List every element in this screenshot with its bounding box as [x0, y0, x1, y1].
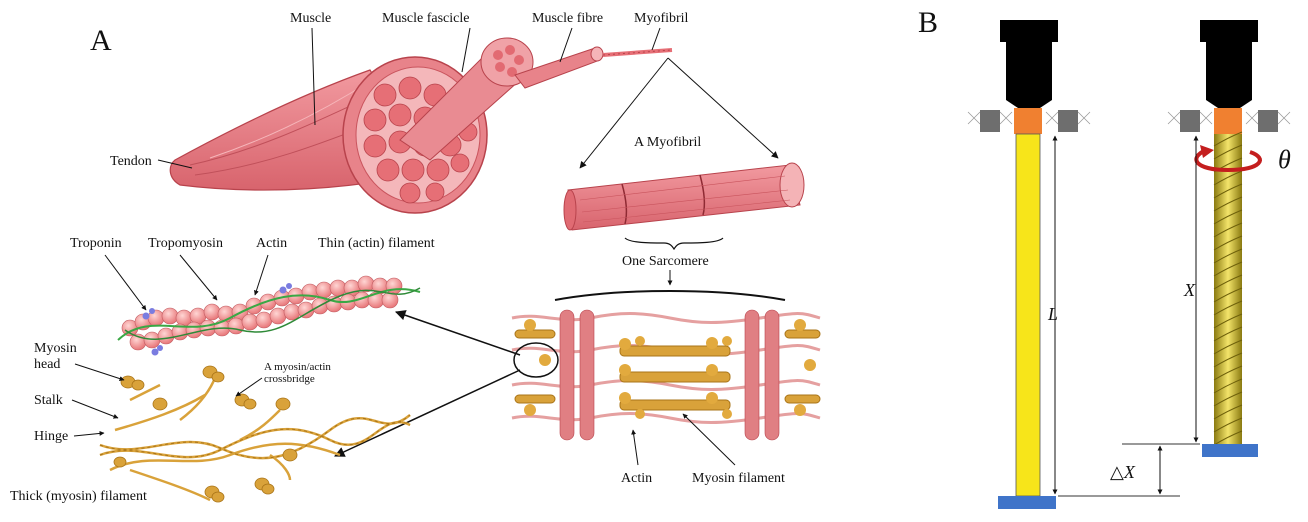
label-actin-bottom: Actin	[621, 471, 652, 486]
label-one-sarcomere: One Sarcomere	[622, 254, 709, 269]
thin-filament	[118, 276, 420, 356]
panel-a-label: A	[90, 24, 112, 57]
rotation-arrowhead	[1200, 145, 1214, 158]
label-tendon: Tendon	[110, 154, 152, 169]
arrow-troponin	[105, 255, 146, 310]
label-stalk: Stalk	[34, 393, 63, 408]
arrow-myofibril-left	[580, 58, 668, 168]
panel-b-label: B	[918, 6, 938, 39]
label-hinge: Hinge	[34, 429, 68, 444]
myofibril-cylinder	[564, 163, 804, 230]
arrow-stalk	[72, 400, 118, 418]
label-thin-filament: Thin (actin) filament	[318, 236, 435, 251]
label-myosin-head-2: head	[34, 357, 60, 372]
arrow-actin-bottom	[633, 430, 638, 465]
arrow-tropomyosin	[180, 255, 217, 300]
label-muscle-fibre: Muscle fibre	[532, 11, 603, 26]
label-crossbridge-2: crossbridge	[264, 373, 315, 385]
label-myofibril: Myofibril	[634, 11, 689, 26]
arrow-to-thick-filament	[335, 370, 520, 456]
label-crossbridge-1: A myosin/actin	[264, 361, 331, 373]
sarcomere-brace	[625, 238, 723, 249]
arrow-myosin-head	[75, 364, 124, 380]
arrow-crossbridge	[236, 378, 262, 396]
rig-straight-fiber	[968, 20, 1090, 509]
symbol-theta: θ	[1278, 145, 1291, 174]
label-troponin: Troponin	[70, 236, 122, 251]
leader-myofibril	[652, 28, 660, 50]
label-myosin-filament: Myosin filament	[692, 471, 785, 486]
leader-fascicle	[462, 28, 470, 72]
symbol-x: X	[1183, 280, 1196, 300]
label-muscle-fascicle: Muscle fascicle	[382, 11, 469, 26]
arrow-hinge	[74, 433, 104, 436]
label-thick-filament: Thick (myosin) filament	[10, 489, 147, 504]
rig-twisted-fiber	[1168, 20, 1290, 457]
label-actin-top: Actin	[256, 236, 287, 251]
label-tropomyosin: Tropomyosin	[148, 236, 223, 251]
symbol-delta-x: △X	[1110, 462, 1136, 482]
sarcomere-detail	[512, 291, 820, 440]
thick-filament	[100, 366, 410, 502]
label-myosin-head-1: Myosin	[34, 341, 77, 356]
symbol-length: L	[1047, 304, 1058, 324]
arrow-to-thin-filament	[396, 312, 520, 355]
label-a-myofibril: A Myofibril	[634, 135, 701, 150]
label-muscle: Muscle	[290, 11, 331, 26]
arrow-actin-top	[255, 255, 268, 295]
